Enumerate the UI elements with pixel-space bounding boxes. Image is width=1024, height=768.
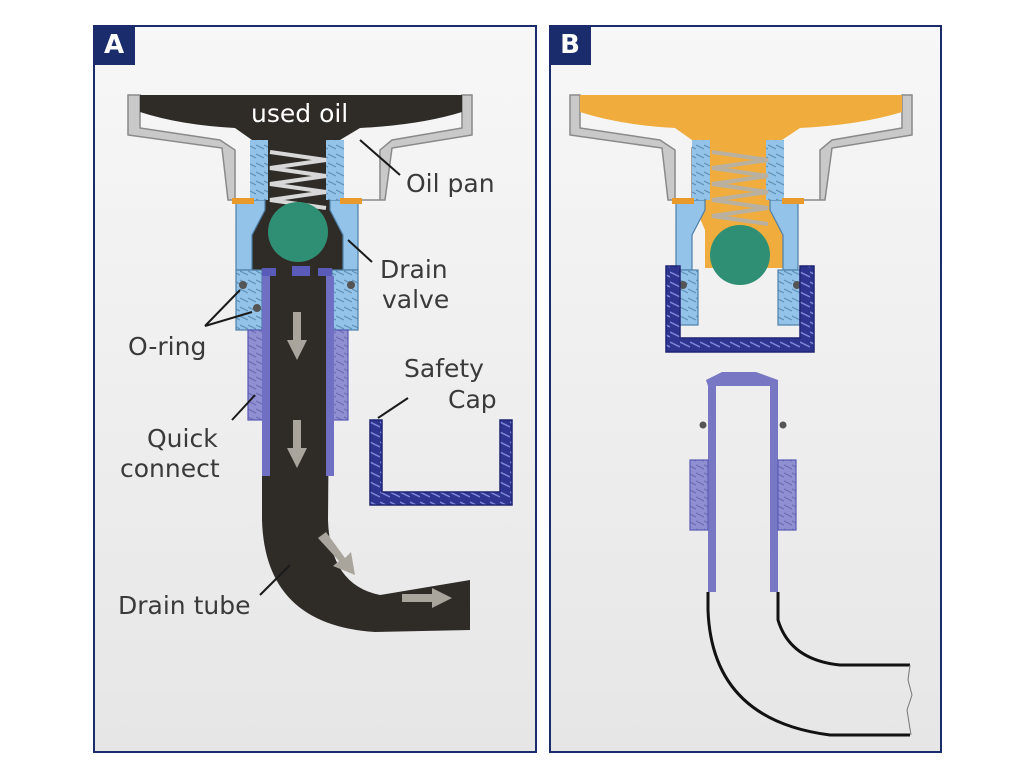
label-connect: connect <box>120 454 220 483</box>
label-oil-pan: Oil pan <box>406 169 495 198</box>
drain-valve-b <box>675 199 706 271</box>
quick-connect-b <box>706 372 778 592</box>
o-ring-a <box>239 281 247 289</box>
label-used-oil: used oil <box>251 99 349 128</box>
label-safety: Safety <box>404 354 484 383</box>
valve-ball-a <box>268 202 328 262</box>
label-drain-tube: Drain tube <box>118 591 251 620</box>
panel-a-tag: A <box>93 25 135 65</box>
leader-lines-a <box>204 139 409 596</box>
drain-tube-b <box>706 592 910 737</box>
flow-arrows-a <box>287 312 452 608</box>
panel-b-tag: B <box>549 25 591 65</box>
label-drain: Drain <box>380 255 448 284</box>
label-cap: Cap <box>448 385 497 414</box>
safety-cap-a <box>369 419 513 506</box>
valve-ball-b <box>710 225 770 285</box>
panel-b-drawing <box>569 94 913 737</box>
label-o-ring: O-ring <box>128 332 207 361</box>
panel-a-drawing <box>127 94 513 632</box>
safety-cap-b <box>665 265 815 353</box>
spring-b <box>711 150 769 226</box>
used-oil-a <box>140 95 470 632</box>
gasket-a <box>232 198 254 204</box>
spring-a <box>269 150 327 210</box>
label-valve: valve <box>382 285 450 314</box>
label-quick: Quick <box>147 424 218 453</box>
